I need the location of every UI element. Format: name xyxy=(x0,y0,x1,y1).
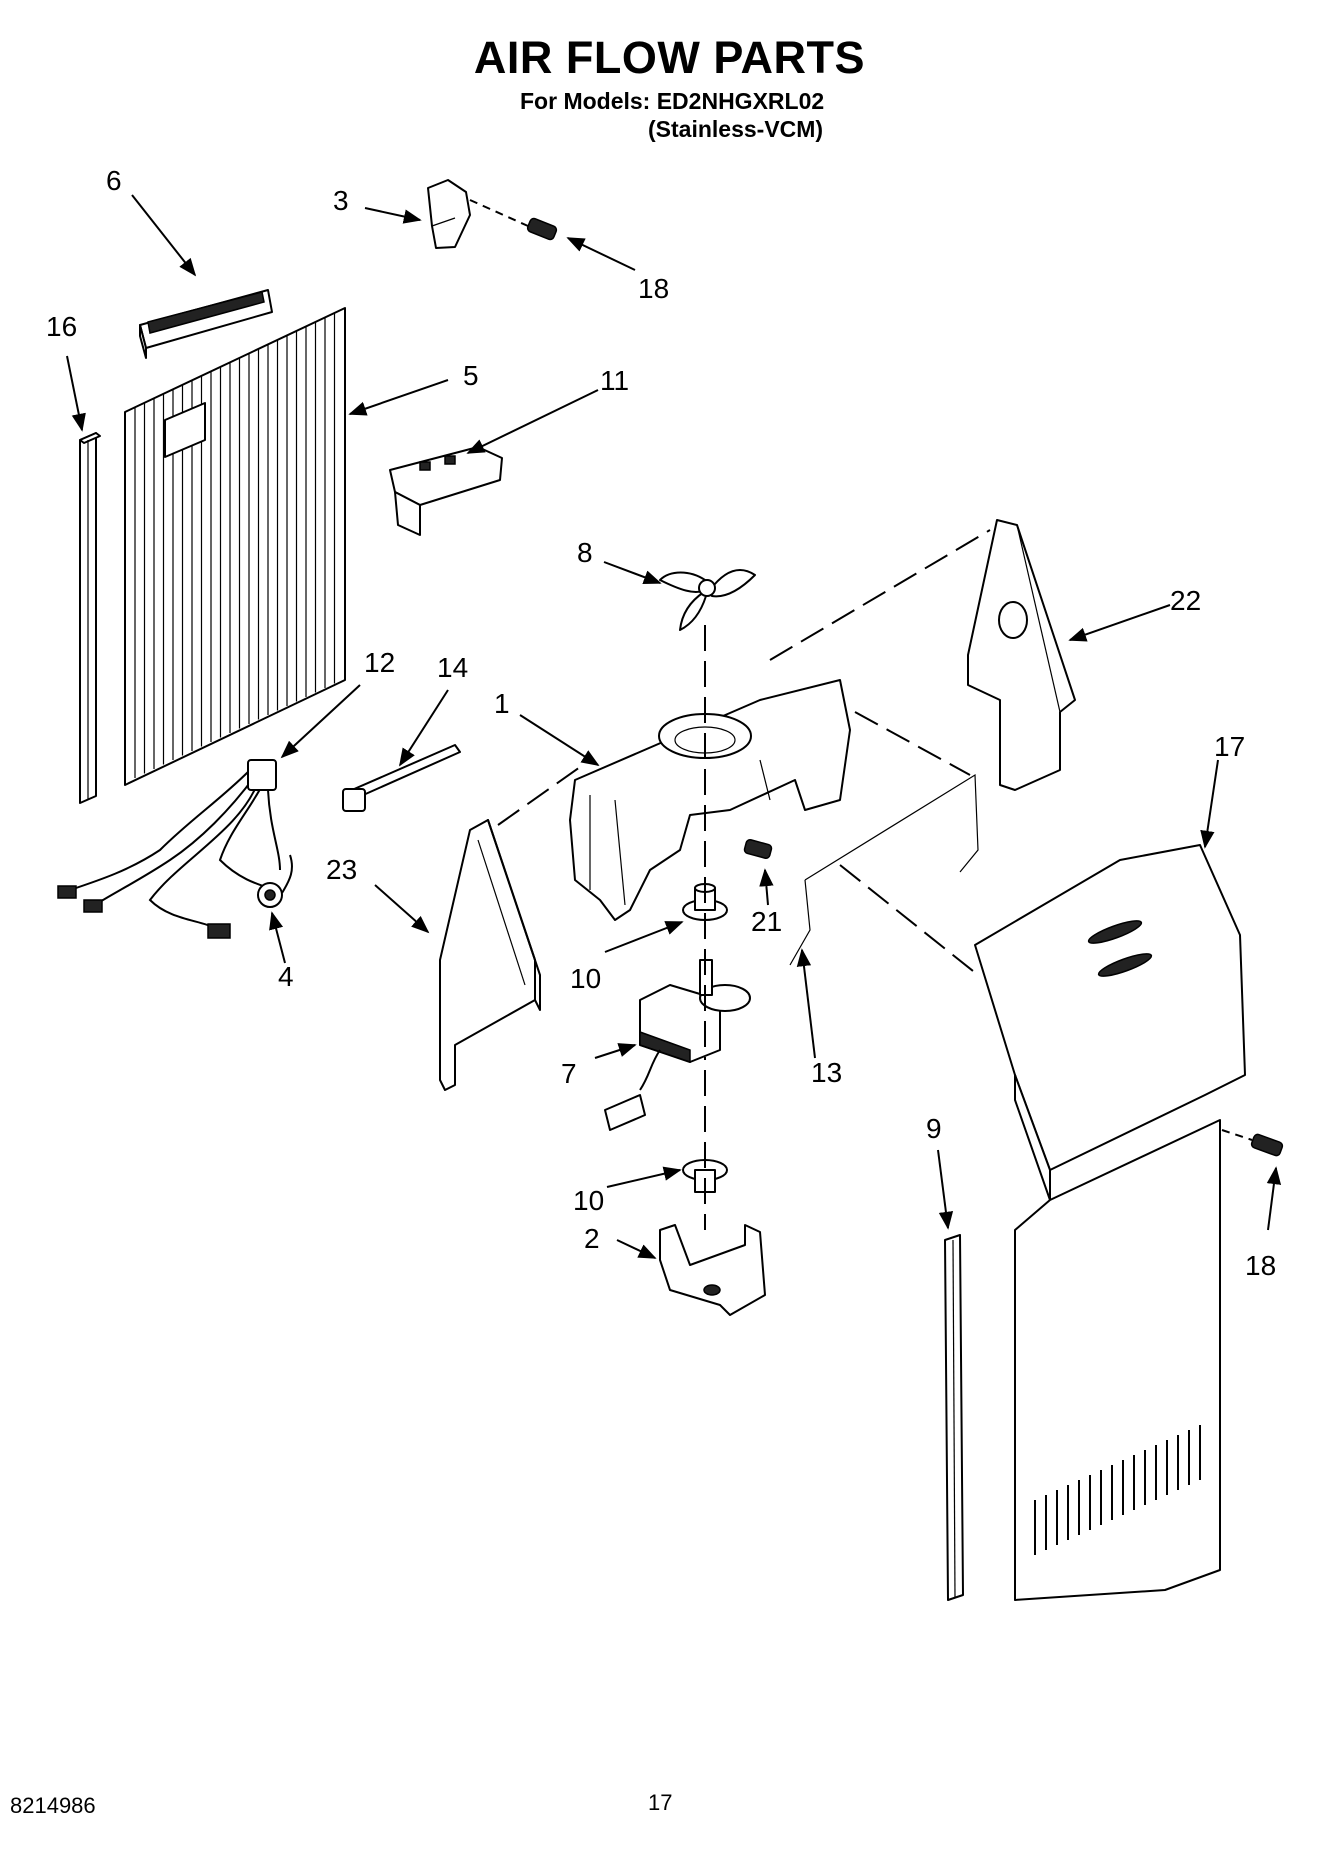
callout-12: 12 xyxy=(364,647,395,678)
callout-13: 13 xyxy=(811,1057,842,1088)
callout-4: 4 xyxy=(278,961,294,992)
callout-10-top: 10 xyxy=(570,963,601,994)
callout-10-bottom: 10 xyxy=(573,1185,604,1216)
part-13-bracket xyxy=(789,773,979,966)
part-12-harness xyxy=(57,759,281,939)
models-line: For Models: ED2NHGXRL02 xyxy=(520,88,825,114)
part-23-cover xyxy=(439,819,541,1091)
page-title: AIR FLOW PARTS xyxy=(473,32,866,83)
callout-1: 1 xyxy=(494,688,510,719)
part-17-duct-panel xyxy=(974,844,1246,1601)
part-22-panel xyxy=(967,519,1076,791)
callout-2: 2 xyxy=(584,1223,600,1254)
part-7-motor xyxy=(604,959,751,1131)
callout-8: 8 xyxy=(577,537,593,568)
callout-7: 7 xyxy=(561,1058,577,1089)
callout-3: 3 xyxy=(333,185,349,216)
part-18-screw-top xyxy=(526,217,558,241)
doc-number: 8214986 xyxy=(10,1793,96,1818)
callout-9: 9 xyxy=(926,1113,942,1144)
callout-5: 5 xyxy=(463,360,479,391)
part-18-screw-right xyxy=(1221,1129,1284,1157)
part-21-screw xyxy=(743,839,773,859)
callout-16: 16 xyxy=(46,311,77,342)
callout-18-top: 18 xyxy=(638,273,669,304)
part-6-bracket xyxy=(139,289,273,359)
callout-6: 6 xyxy=(106,165,122,196)
callout-23: 23 xyxy=(326,854,357,885)
part-14-cable-tie xyxy=(342,744,461,812)
callout-14: 14 xyxy=(437,652,468,683)
part-16-strip xyxy=(79,432,101,804)
part-4-thermistor xyxy=(257,854,293,908)
page-number: 17 xyxy=(648,1790,673,1815)
part-9-strip xyxy=(944,1234,964,1601)
callout-11: 11 xyxy=(600,365,629,396)
part-3-cap xyxy=(427,179,471,249)
variant-line: (Stainless-VCM) xyxy=(648,116,824,142)
part-2-mount xyxy=(659,1224,766,1316)
callout-21: 21 xyxy=(751,906,782,937)
callout-22: 22 xyxy=(1170,585,1201,616)
part-8-fan-blade xyxy=(659,569,756,631)
part-5-panel xyxy=(124,307,346,786)
callout-17: 17 xyxy=(1214,731,1245,762)
callout-18-right: 18 xyxy=(1245,1250,1276,1281)
part-11-bracket xyxy=(389,446,503,536)
